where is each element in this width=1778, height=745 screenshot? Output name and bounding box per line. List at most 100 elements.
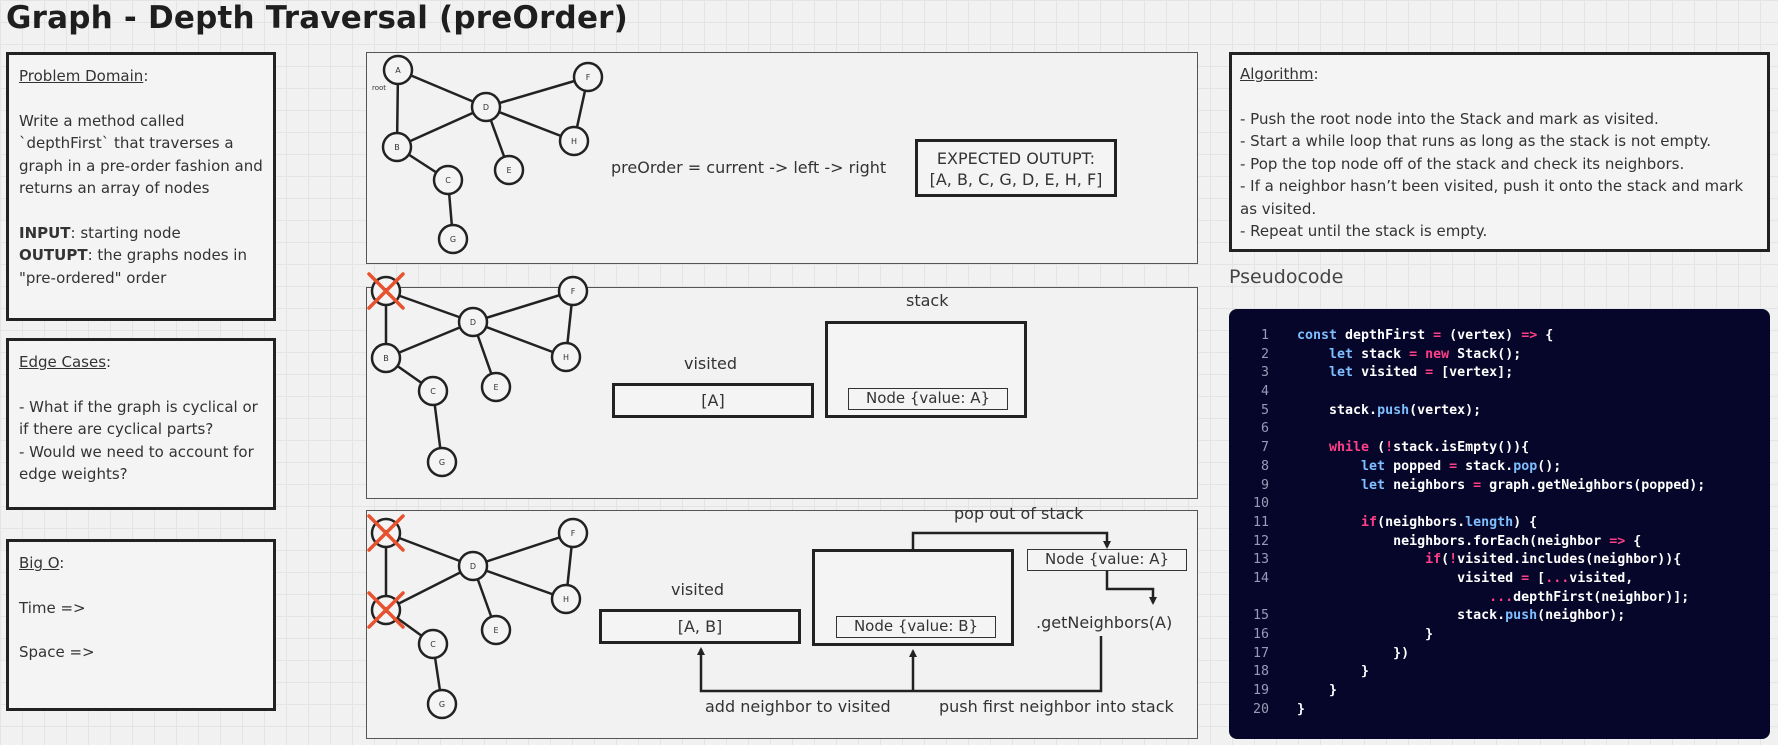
edge-case-item: - What if the graph is cyclical or if th… xyxy=(19,397,258,439)
graph-edge-b-d xyxy=(385,320,474,360)
graph-node-label: G xyxy=(439,700,445,709)
graph-node-h xyxy=(558,125,590,157)
graph-node-label: A xyxy=(395,66,401,75)
code-line: 20} xyxy=(1229,701,1770,720)
code-line: 12 neighbors.forEach(neighbor => { xyxy=(1229,533,1770,552)
edge-case-item: - Would we need to account for edge weig… xyxy=(19,442,254,484)
graph-node-label: F xyxy=(571,287,576,296)
graph-node-h xyxy=(550,583,582,615)
code-line-number: 9 xyxy=(1260,477,1269,493)
code-line: 5 stack.push(vertex); xyxy=(1229,402,1770,421)
stack-node-b: Node {value: B} xyxy=(836,616,996,638)
code-line-text: let popped = stack.pop(); xyxy=(1361,458,1562,474)
code-line: 18 } xyxy=(1229,663,1770,682)
output-label: OUTUPT xyxy=(19,246,88,264)
flow-arrows xyxy=(697,531,1157,693)
graph-node-g xyxy=(426,446,458,478)
code-line: 4 xyxy=(1229,383,1770,402)
graph-node-f xyxy=(557,517,589,549)
graph-node-h xyxy=(550,341,582,373)
get-neighbors-label: .getNeighbors(A) xyxy=(1036,613,1173,632)
visited-value: [A] xyxy=(701,391,725,410)
graph-node-g xyxy=(426,688,458,720)
input-text: : starting node xyxy=(70,223,181,242)
neighbors-arrow xyxy=(1105,571,1157,605)
expected-output-box: EXPECTED OUTUPT: [A, B, C, G, D, E, H, F… xyxy=(915,139,1117,197)
big-o-space: Space => xyxy=(19,643,95,661)
graph-node-c xyxy=(417,628,449,660)
graph-node-a xyxy=(382,54,414,86)
code-line: 10 xyxy=(1229,495,1770,514)
graph-edge-a-d xyxy=(385,289,474,324)
graph-node-b xyxy=(370,342,402,374)
stack-label: stack xyxy=(906,291,949,310)
graph-edge-d-f xyxy=(472,531,574,568)
graph-node-c xyxy=(432,164,464,196)
edge-cases-heading: Edge Cases xyxy=(19,353,107,371)
graph-node-label: H xyxy=(563,353,569,362)
code-line-text: } xyxy=(1297,683,1338,699)
visited-cross-b xyxy=(367,591,405,629)
code-line-text: neighbors.forEach(neighbor => { xyxy=(1297,533,1642,549)
algorithm-step: - Pop the top node off of the stack and … xyxy=(1240,154,1685,173)
visited-box: [A, B] xyxy=(599,609,801,644)
code-line: 17 }) xyxy=(1229,645,1770,664)
visited-label: visited xyxy=(684,354,737,373)
code-line-text: } xyxy=(1297,627,1434,642)
graph-node-label: G xyxy=(439,458,445,467)
graph-edge-d-h xyxy=(485,105,575,143)
visited-cross-a xyxy=(367,272,405,310)
code-line-text: let visited = [vertex]; xyxy=(1329,365,1514,381)
code-line-text: if(!visited.includes(neighbor)){ xyxy=(1425,552,1682,568)
graph-node-label: C xyxy=(445,176,451,185)
graph-node-label: E xyxy=(493,383,498,392)
graph-node-e xyxy=(480,614,512,646)
graph-node-b xyxy=(381,131,413,163)
code-line-number: 7 xyxy=(1260,440,1269,456)
code-line-text: while (!stack.isEmpty()){ xyxy=(1329,440,1530,456)
problem-domain-heading: Problem Domain xyxy=(19,67,144,85)
code-line-number: 12 xyxy=(1252,533,1269,549)
visited-cross-a xyxy=(367,514,405,552)
code-line-text: visited = [...visited, xyxy=(1297,570,1634,586)
graph-edge-b-d xyxy=(385,564,474,612)
code-line: 11 if(neighbors.length) { xyxy=(1229,514,1770,533)
graph-edge-a-d xyxy=(397,68,487,109)
popped-node-a: Node {value: A} xyxy=(1027,549,1187,571)
graph-node-label: D xyxy=(483,103,489,112)
graph-node-label: C xyxy=(430,387,436,396)
code-line-number: 18 xyxy=(1252,664,1269,680)
graph-edge-b-d xyxy=(396,105,487,149)
code-line-number: 19 xyxy=(1252,683,1269,699)
expected-output-title: EXPECTED OUTUPT: xyxy=(936,149,1096,168)
add-neighbor-label: add neighbor to visited xyxy=(705,697,891,716)
code-line-text: const depthFirst = (vertex) => { xyxy=(1297,328,1554,343)
problem-domain-text: Write a method called `depthFirst` that … xyxy=(19,111,263,198)
code-line-text: ...depthFirst(neighbor)]; xyxy=(1489,589,1690,605)
graph-node-label: D xyxy=(470,318,476,327)
code-line-number: 5 xyxy=(1260,402,1269,418)
code-line-text: if(neighbors.length) { xyxy=(1361,514,1538,530)
algorithm-card: Algorithm: - Push the root node into the… xyxy=(1229,52,1770,252)
code-line: 14 visited = [...visited, xyxy=(1229,570,1770,589)
code-line-text: } xyxy=(1297,664,1370,680)
code-line: 8 let popped = stack.pop(); xyxy=(1229,458,1770,477)
expected-output-value: [A, B, C, G, D, E, H, F] xyxy=(929,170,1103,189)
graph-node-label: H xyxy=(563,595,569,604)
code-line-number: 17 xyxy=(1252,645,1269,661)
code-line-number: 6 xyxy=(1260,421,1269,437)
push-neighbor-label: push first neighbor into stack xyxy=(939,697,1174,716)
algorithm-step: - Start a while loop that runs as long a… xyxy=(1240,132,1711,150)
graph-edge-a-d xyxy=(385,531,474,568)
output-text: : the graphs nodes in "pre-ordered" orde… xyxy=(19,246,247,287)
big-o-heading: Big O xyxy=(19,554,60,572)
code-line: 6 xyxy=(1229,420,1770,439)
graph-node-d xyxy=(470,91,502,123)
